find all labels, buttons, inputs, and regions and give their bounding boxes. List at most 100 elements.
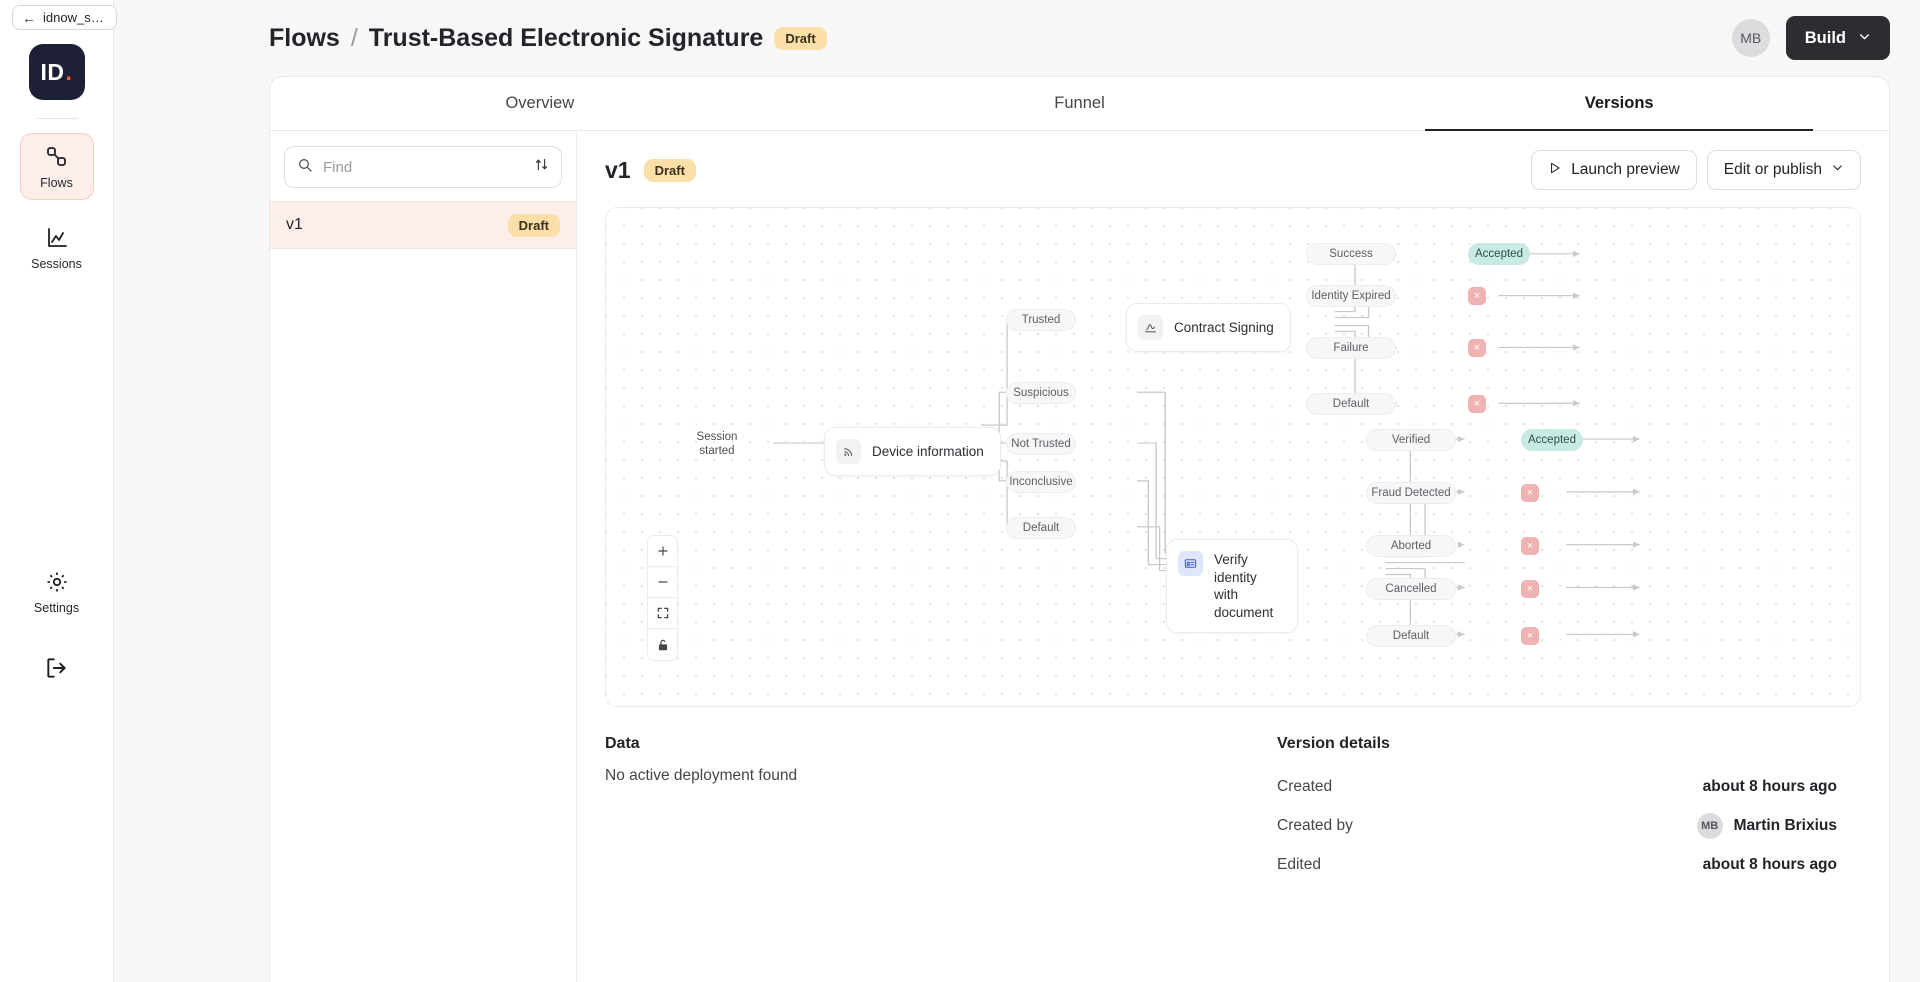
fit-view-button[interactable] [648,598,677,629]
version-details-column: Version details Created about 8 hours ag… [1277,735,1837,884]
zoom-in-button[interactable] [648,536,677,567]
avatar[interactable]: MB [1731,19,1770,57]
node-label: Contract Signing [1174,320,1274,335]
tab-funnel[interactable]: Funnel [1054,94,1105,112]
version-detail-actions: Launch preview Edit or publish [1531,150,1861,190]
data-text: No active deployment found [605,767,798,784]
outcome-rejected-cancelled[interactable]: × [1521,580,1539,598]
sidebar-item-logout[interactable] [20,655,94,686]
search-box[interactable] [284,146,562,188]
version-details-heading: Version details [1277,735,1390,752]
outcome-accepted-contract[interactable]: Accepted [1468,243,1530,265]
browser-back-chip[interactable]: ← idnow_s… [12,5,117,30]
outcome-rejected-default-contract[interactable]: × [1468,395,1486,413]
branch-pill-verified[interactable]: Verified [1366,429,1456,451]
version-detail-badge: Draft [643,158,696,182]
top-bar: Flows / Trust-Based Electronic Signature… [114,0,1920,76]
version-status-badge: Draft [507,213,560,237]
node-device-information[interactable]: Device information [824,427,1001,476]
zoom-out-button[interactable] [648,567,677,598]
edit-or-publish-button[interactable]: Edit or publish [1706,150,1861,190]
detail-value-wrapper: MB Martin Brixius [1696,812,1837,839]
logo-text: ID [40,58,65,85]
content-card: Overview Funnel Versions [269,76,1890,982]
sidebar-item-flows[interactable]: Flows [19,133,94,200]
play-icon [1548,161,1562,180]
tab-versions[interactable]: Versions [1349,77,1889,131]
arrow-left-icon: ← [22,9,36,26]
device-signal-icon [836,439,861,464]
breadcrumb: Flows / Trust-Based Electronic Signature… [269,24,827,53]
detail-row-created-by: Created by MB Martin Brixius [1277,806,1837,845]
detail-row-created: Created about 8 hours ago [1277,767,1837,806]
sidebar-item-label: Flows [40,176,73,190]
breadcrumb-flows-link[interactable]: Flows [269,23,340,52]
branch-pill-fraud-detected[interactable]: Fraud Detected [1366,482,1456,504]
node-label: Verify identity with document [1214,552,1274,620]
node-contract-signing[interactable]: Contract Signing [1126,303,1291,352]
logout-icon [44,655,70,686]
version-list-item-v1[interactable]: v1 Draft [270,201,576,249]
chevron-down-icon [1858,29,1871,48]
status-badge: Draft [774,26,827,50]
branch-pill-not-trusted[interactable]: Not Trusted [1006,433,1076,455]
version-list-panel: v1 Draft [270,131,577,982]
detail-value: about 8 hours ago [1702,855,1837,873]
main-area: Flows / Trust-Based Electronic Signature… [114,0,1920,982]
branch-pill-success[interactable]: Success [1306,243,1396,265]
version-info: Data No active deployment found Version … [605,735,1861,884]
sidebar: ID. Flows Sessions [0,0,114,982]
branch-pill-default-verify[interactable]: Default [1366,625,1456,647]
chart-sessions-icon [45,226,69,250]
browser-back-label: idnow_s… [43,10,104,25]
node-verify-identity-with-document[interactable]: Verify identity with document [1166,539,1298,634]
tab-overview[interactable]: Overview [505,94,575,112]
canvas-controls [647,535,678,661]
launch-preview-button[interactable]: Launch preview [1531,150,1697,190]
branch-pill-default-contract[interactable]: Default [1306,393,1396,415]
detail-key: Edited [1277,855,1321,873]
tab-bar: Overview Funnel Versions [270,77,1889,131]
version-detail-header: v1 Draft Launch preview Edit or publish [605,148,1861,192]
branch-pill-cancelled[interactable]: Cancelled [1366,578,1456,600]
page-title: Trust-Based Electronic Signature [368,23,764,52]
card-body: v1 Draft v1 Draft [270,131,1889,982]
branch-pill-inconclusive[interactable]: Inconclusive [1006,471,1076,493]
version-name: v1 [286,216,303,233]
sidebar-item-label: Sessions [31,257,82,271]
outcome-rejected-identity-expired[interactable]: × [1468,287,1486,305]
outcome-rejected-fraud-detected[interactable]: × [1521,484,1539,502]
outcome-rejected-aborted[interactable]: × [1521,537,1539,555]
session-started-label: Session started [686,430,748,459]
search-input[interactable] [323,158,524,176]
logo-dot: . [65,58,73,85]
id-card-icon [1178,551,1203,576]
avatar: MB [1696,812,1723,839]
gear-icon [45,570,69,594]
outcome-rejected-default-verify[interactable]: × [1521,627,1539,645]
branch-pill-trusted[interactable]: Trusted [1006,309,1076,331]
sidebar-divider [35,118,78,119]
sidebar-item-label: Settings [33,601,80,615]
sidebar-item-sessions[interactable]: Sessions [20,214,94,281]
detail-value: about 8 hours ago [1702,777,1837,795]
outcome-accepted-verify[interactable]: Accepted [1521,429,1583,451]
launch-preview-label: Launch preview [1571,161,1680,178]
sidebar-item-settings[interactable]: Settings [20,558,94,625]
detail-value: Martin Brixius [1733,816,1837,834]
branch-pill-identity-expired[interactable]: Identity Expired [1306,285,1396,307]
flow-canvas[interactable]: Session started Device information [605,207,1861,707]
build-button[interactable]: Build [1785,16,1890,60]
session-started-text: Session started [696,431,738,458]
build-button-label: Build [1804,28,1846,47]
branch-pill-failure[interactable]: Failure [1306,337,1396,359]
lock-button[interactable] [648,629,677,660]
sort-arrows-icon[interactable] [534,157,549,177]
app-logo: ID. [28,44,85,100]
branch-pill-aborted[interactable]: Aborted [1366,535,1456,557]
outcome-rejected-failure[interactable]: × [1468,339,1486,357]
edit-or-publish-label: Edit or publish [1723,161,1822,178]
branch-pill-default-device[interactable]: Default [1006,517,1076,539]
branch-pill-suspicious[interactable]: Suspicious [1006,382,1076,404]
